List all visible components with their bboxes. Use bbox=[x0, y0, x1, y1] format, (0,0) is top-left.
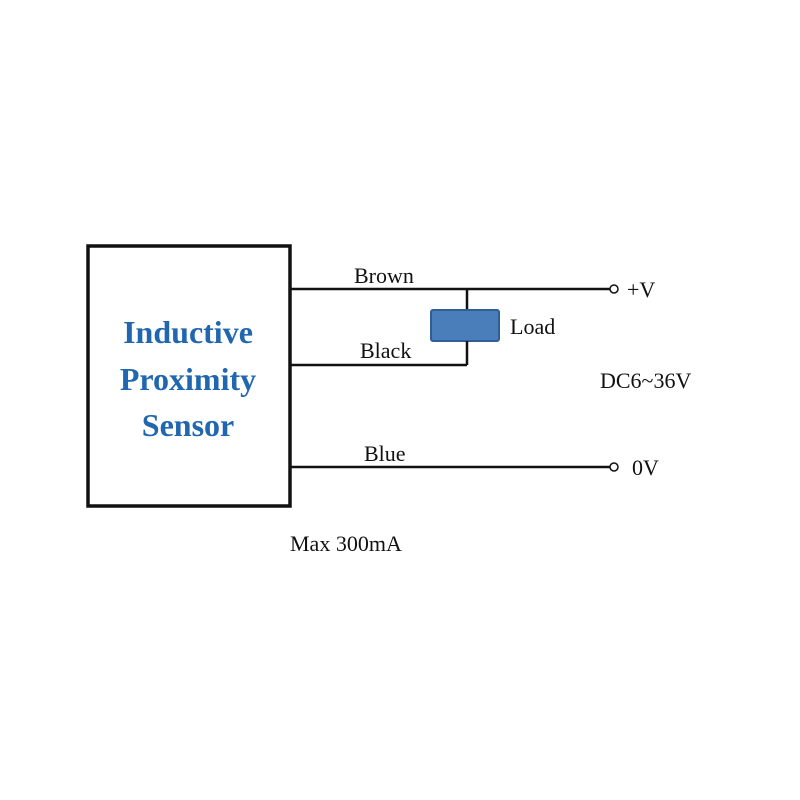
positive-terminal-label: +V bbox=[627, 277, 655, 302]
load-box bbox=[430, 309, 500, 342]
brown-label: Brown bbox=[354, 263, 414, 288]
black-label: Black bbox=[360, 338, 411, 363]
blue-label: Blue bbox=[364, 441, 406, 466]
load-label: Load bbox=[510, 314, 555, 339]
ground-terminal-icon bbox=[609, 462, 619, 472]
max-current-label: Max 300mA bbox=[290, 531, 402, 556]
supply-voltage-label: DC6~36V bbox=[600, 368, 691, 393]
ground-terminal-label: 0V bbox=[632, 455, 659, 480]
sensor-title-line-1: Inductive bbox=[123, 314, 253, 350]
sensor-title-line-2: Proximity bbox=[120, 361, 256, 397]
sensor-box bbox=[86, 244, 292, 508]
positive-terminal-icon bbox=[609, 284, 619, 294]
sensor-title-line-3: Sensor bbox=[142, 407, 234, 443]
